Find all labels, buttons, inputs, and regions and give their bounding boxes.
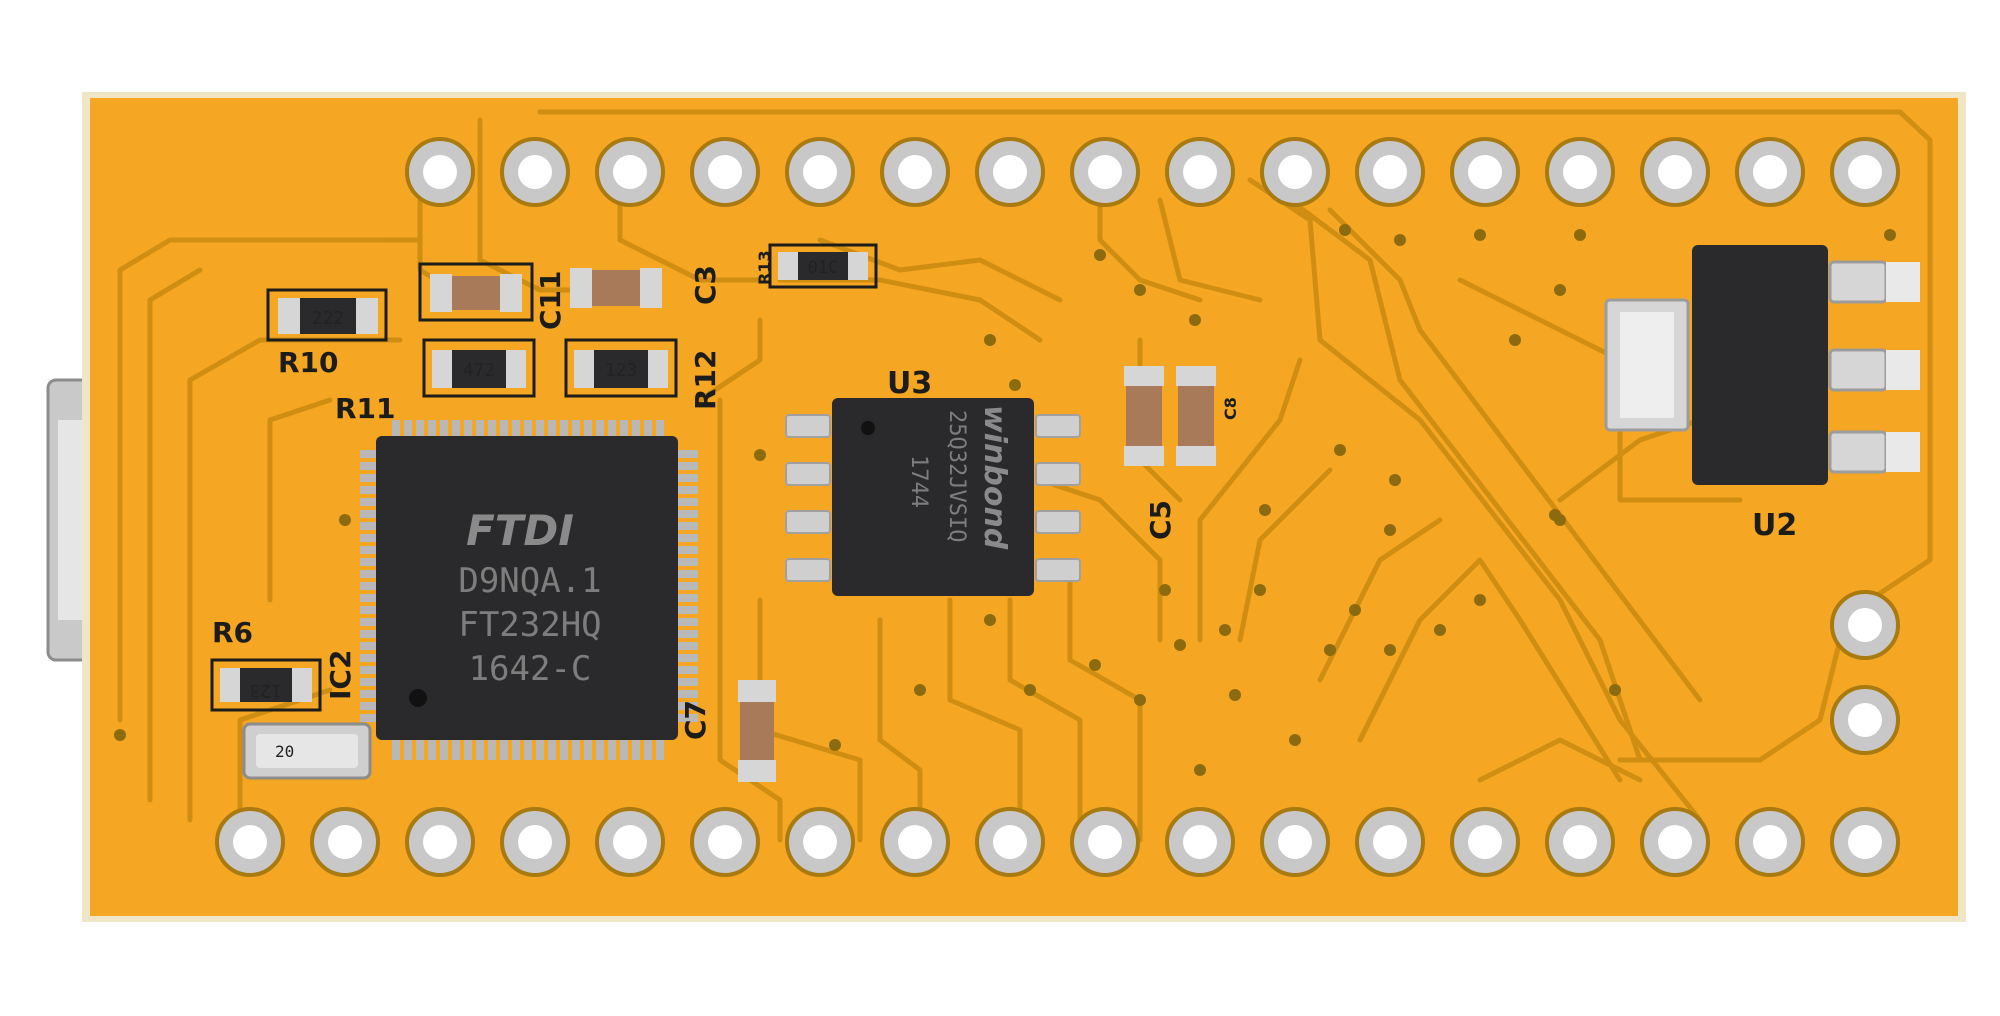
- pad: [405, 807, 475, 877]
- capacitor-c7: [738, 680, 776, 782]
- label-r12: R12: [689, 349, 722, 410]
- pad: [1260, 137, 1330, 207]
- pad: [880, 807, 950, 877]
- label-c11: C11: [534, 270, 567, 330]
- pad: [1070, 137, 1140, 207]
- label-c7: C7: [679, 700, 712, 740]
- flash-chip-body: [832, 398, 1034, 596]
- pad: [405, 137, 475, 207]
- pad: [595, 137, 665, 207]
- pad: [690, 137, 760, 207]
- pin1-marker: [409, 689, 427, 707]
- pad: [1830, 807, 1900, 877]
- pad: [1165, 807, 1235, 877]
- pad: [785, 137, 855, 207]
- pad: [975, 807, 1045, 877]
- pad: [1260, 807, 1330, 877]
- flash-chip-line1: 25Q32JVSIQ: [944, 410, 969, 542]
- pad: [1450, 807, 1520, 877]
- ftdi-brand-label: FTDI: [466, 506, 574, 555]
- label-c3: C3: [689, 265, 722, 305]
- crystal-oscillator: 20: [242, 722, 372, 780]
- pad: [1165, 137, 1235, 207]
- header-pads-top: [405, 137, 1900, 207]
- pad: [1355, 807, 1425, 877]
- pad: [1355, 137, 1425, 207]
- copper-traces: [117, 109, 1933, 863]
- resistor-r13: 01C: [768, 243, 878, 289]
- pad: [1735, 807, 1805, 877]
- flash-brand-label: winbond: [977, 405, 1012, 550]
- pad: [1830, 685, 1900, 755]
- label-r13: R13: [755, 250, 774, 285]
- flash-pin1-marker: [861, 421, 875, 435]
- pad: [975, 137, 1045, 207]
- pad: [1450, 137, 1520, 207]
- pad: [500, 807, 570, 877]
- resistor-r6-code: 123: [250, 680, 283, 701]
- label-ic2: IC2: [324, 650, 357, 700]
- resistor-r10: 222: [266, 288, 388, 342]
- capacitor-c5: [1124, 366, 1164, 466]
- capacitor-c8: [1176, 366, 1216, 466]
- ftdi-chip-line2: FT232HQ: [458, 605, 601, 645]
- resistor-r11-code: 472: [463, 360, 496, 381]
- pad: [1640, 137, 1710, 207]
- pad: [1545, 137, 1615, 207]
- crystal-code: 20: [275, 742, 294, 761]
- ftdi-chip-pins: [360, 420, 698, 760]
- voltage-regulator: [1604, 245, 1920, 485]
- resistor-r6: 123: [210, 658, 322, 712]
- ftdi-chip-body: [376, 436, 678, 740]
- pad: [595, 807, 665, 877]
- pad: [1545, 807, 1615, 877]
- winbond-flash-chip: winbond 25Q32JVSIQ 1744: [785, 398, 1081, 596]
- capacitor-c11-footprint: [418, 262, 534, 322]
- label-r11: R11: [335, 392, 396, 425]
- header-pads-bottom: [215, 807, 1900, 877]
- resistor-r12: 123: [564, 338, 678, 398]
- pad: [1640, 807, 1710, 877]
- usb-connector: [46, 378, 92, 662]
- pad: [1735, 137, 1805, 207]
- resistor-r10-code: 222: [312, 308, 345, 329]
- resistor-r11: 472: [422, 338, 536, 398]
- pad: [500, 137, 570, 207]
- label-r6: R6: [212, 616, 253, 649]
- label-c5: C5: [1144, 500, 1177, 540]
- pad: [1070, 807, 1140, 877]
- label-c8: C8: [1221, 397, 1240, 420]
- pad: [690, 807, 760, 877]
- resistor-r13-code: 01C: [808, 258, 839, 278]
- flash-chip-line2: 1744: [906, 455, 931, 508]
- regulator-body: [1692, 245, 1828, 485]
- pad: [1830, 590, 1900, 660]
- ftdi-chip: FTDI D9NQA.1 FT232HQ 1642-C: [360, 420, 698, 760]
- pad: [310, 807, 380, 877]
- pad: [880, 137, 950, 207]
- capacitor-c3: [570, 268, 662, 308]
- header-pads-right: [1830, 590, 1900, 755]
- label-u2: U2: [1752, 508, 1797, 543]
- pad: [785, 807, 855, 877]
- pad: [1830, 137, 1900, 207]
- pad: [215, 807, 285, 877]
- resistor-r12-code: 123: [605, 360, 638, 381]
- flash-chip-pins: [785, 414, 1081, 582]
- label-r10: R10: [278, 346, 339, 379]
- ftdi-chip-line1: D9NQA.1: [458, 561, 601, 601]
- ftdi-chip-line3: 1642-C: [469, 649, 592, 689]
- label-u3: U3: [887, 366, 932, 401]
